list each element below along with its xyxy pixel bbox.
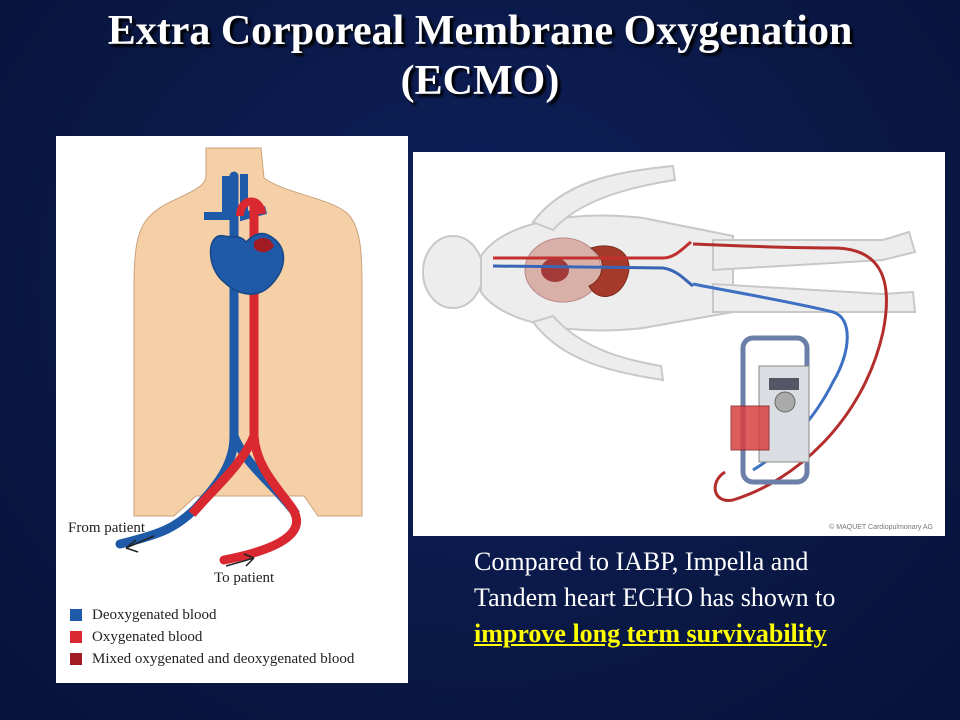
patient-body <box>422 164 917 382</box>
venous-neck-left <box>204 176 230 220</box>
control-panel <box>769 378 799 390</box>
legend-swatch <box>70 631 82 643</box>
legend-label: Oxygenated blood <box>92 628 203 645</box>
mixed-blood-region <box>254 237 274 253</box>
legend-swatch <box>70 609 82 621</box>
patient-right-leg <box>712 282 917 313</box>
arterial-branch-left <box>188 434 259 517</box>
legend-label: Deoxygenated blood <box>92 606 217 623</box>
patient-right-arm <box>531 314 665 382</box>
slide-title: Extra Corporeal Membrane Oxygenation (EC… <box>0 6 960 106</box>
caption-highlight: improve long term survivability <box>474 619 827 648</box>
oxygenator <box>730 405 770 451</box>
legend-item-deoxygenated: Deoxygenated blood <box>70 604 354 626</box>
from-arrow <box>125 535 155 553</box>
legend-item-mixed: Mixed oxygenated and deoxygenated blood <box>70 648 354 670</box>
arterial-line-main <box>219 201 301 565</box>
patient-head <box>422 235 484 309</box>
torso-shape <box>133 147 363 517</box>
patient-with-ecmo-machine <box>422 164 917 502</box>
caption-line-1: Compared to IABP, Impella and <box>474 547 809 576</box>
legend-swatch <box>70 653 82 665</box>
legend-label: Mixed oxygenated and deoxygenated blood <box>92 650 355 667</box>
return-tube <box>692 242 888 502</box>
torso-illustration <box>115 147 363 567</box>
ecmo-machine <box>730 335 810 485</box>
ecmo-illustration: © MAQUET Cardiopulmonary AG <box>413 152 945 536</box>
pump-head <box>774 391 796 413</box>
title-line-2: (ECMO) <box>400 58 560 104</box>
caption: Compared to IABP, Impella and Tandem hea… <box>474 544 934 652</box>
heart <box>541 258 569 282</box>
copyright-notice: © MAQUET Cardiopulmonary AG <box>829 524 933 531</box>
patient-left-leg <box>712 230 917 272</box>
legend: Deoxygenated blood Oxygenated blood Mixe… <box>70 604 354 670</box>
label-to-patient: To patient <box>214 570 275 586</box>
circulation-diagram: From patient To patient Deoxygenated blo… <box>56 136 408 683</box>
to-arrow <box>225 553 255 567</box>
caption-line-2: Tandem heart ECHO has shown to <box>474 583 836 612</box>
vena-cava-line <box>492 264 694 288</box>
title-line-1: Extra Corporeal Membrane Oxygenation <box>107 8 853 54</box>
legend-item-oxygenated: Oxygenated blood <box>70 626 354 648</box>
patient-left-arm <box>531 164 677 232</box>
aorta-line <box>493 240 692 260</box>
label-from-patient: From patient <box>68 520 146 536</box>
aortic-arch <box>236 197 266 217</box>
